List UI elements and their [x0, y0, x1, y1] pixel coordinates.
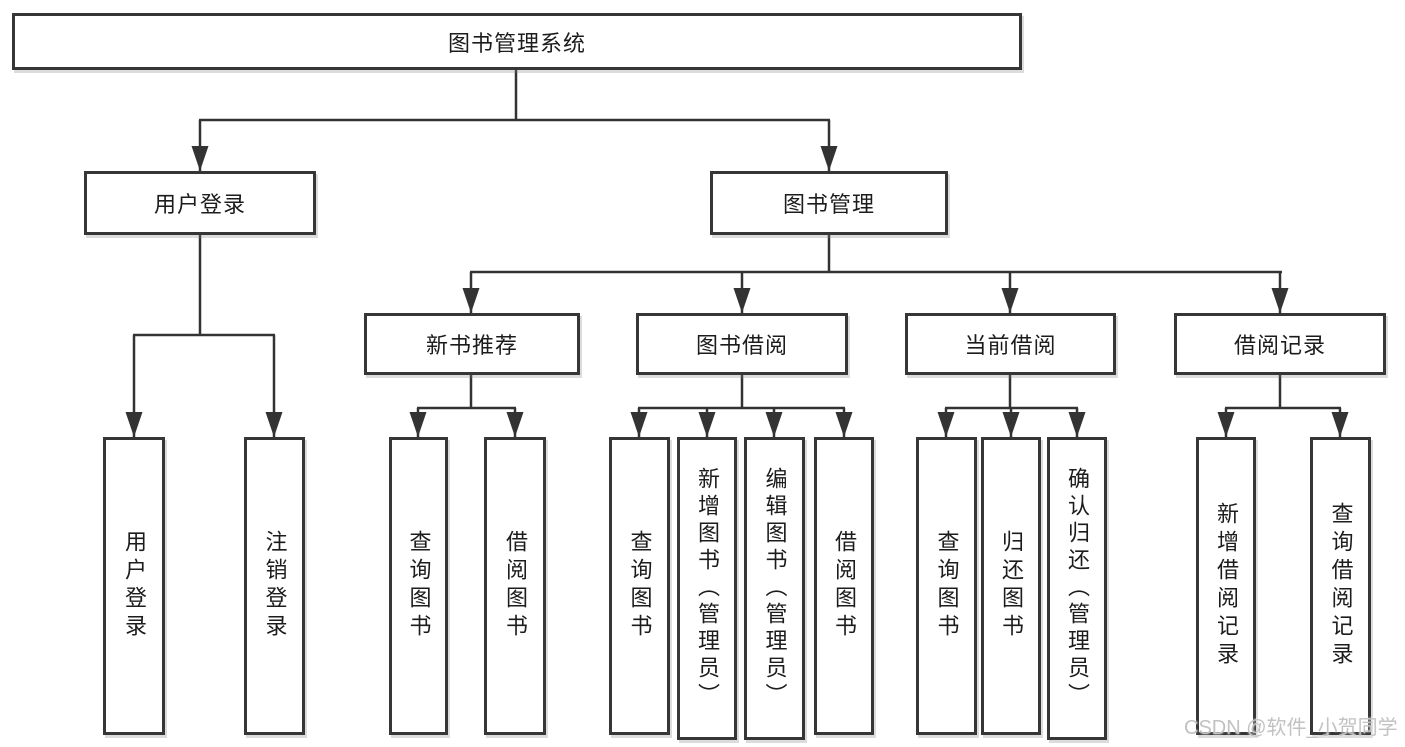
node-new-book-recommendation: 新书推荐	[364, 313, 580, 375]
node-library-management-system: 图书管理系统	[12, 13, 1022, 70]
leaf-label: 编辑图书（管理员）	[762, 467, 788, 710]
leaf-label: 借阅图书	[832, 530, 857, 642]
node-borrowing-records: 借阅记录	[1174, 313, 1386, 375]
leaf-label: 查询图书	[406, 530, 432, 642]
leaf-label: 用户登录	[122, 530, 147, 642]
leaf-label: 查询图书	[627, 530, 653, 642]
node-label: 图书管理	[782, 192, 875, 217]
node-label: 当前借阅	[964, 333, 1057, 358]
node-label: 图书管理系统	[447, 30, 586, 56]
leaf-label: 查询图书	[934, 530, 960, 642]
leaf-query-books-current: 查询图书	[916, 437, 977, 735]
leaf-query-books-borrow: 查询图书	[609, 437, 670, 735]
leaf-return-books: 归还图书	[981, 437, 1041, 735]
node-current-borrowing: 当前借阅	[905, 313, 1116, 375]
leaf-label: 借阅图书	[503, 530, 528, 642]
leaf-label: 归还图书	[999, 530, 1024, 642]
node-label: 新书推荐	[425, 333, 518, 358]
leaf-label: 确认归还（管理员）	[1065, 467, 1090, 710]
leaf-label: 注销登录	[262, 530, 288, 642]
leaf-add-books-admin: 新增图书（管理员）	[677, 437, 737, 740]
leaf-label: 查询借阅记录	[1328, 502, 1354, 670]
leaf-logout: 注销登录	[244, 437, 305, 735]
node-user-login: 用户登录	[84, 171, 316, 235]
leaf-user-login: 用户登录	[103, 437, 165, 735]
leaf-edit-books-admin: 编辑图书（管理员）	[744, 437, 805, 740]
leaf-query-borrow-record: 查询借阅记录	[1310, 437, 1371, 735]
leaf-confirm-return-admin: 确认归还（管理员）	[1047, 437, 1107, 740]
leaf-query-books-recommend: 查询图书	[389, 437, 448, 735]
node-label: 图书借阅	[695, 333, 788, 358]
node-book-management: 图书管理	[710, 171, 948, 235]
leaf-label: 新增图书（管理员）	[695, 467, 720, 710]
csdn-watermark: CSDN @软件_小贺同学	[1184, 717, 1398, 739]
leaf-borrow-books-recommend: 借阅图书	[484, 437, 546, 735]
node-book-borrowing: 图书借阅	[636, 313, 848, 375]
leaf-borrow-books: 借阅图书	[814, 437, 874, 735]
node-label: 用户登录	[153, 192, 246, 217]
leaf-add-borrow-record: 新增借阅记录	[1196, 437, 1256, 735]
node-label: 借阅记录	[1233, 333, 1326, 358]
leaf-label: 新增借阅记录	[1214, 502, 1239, 670]
